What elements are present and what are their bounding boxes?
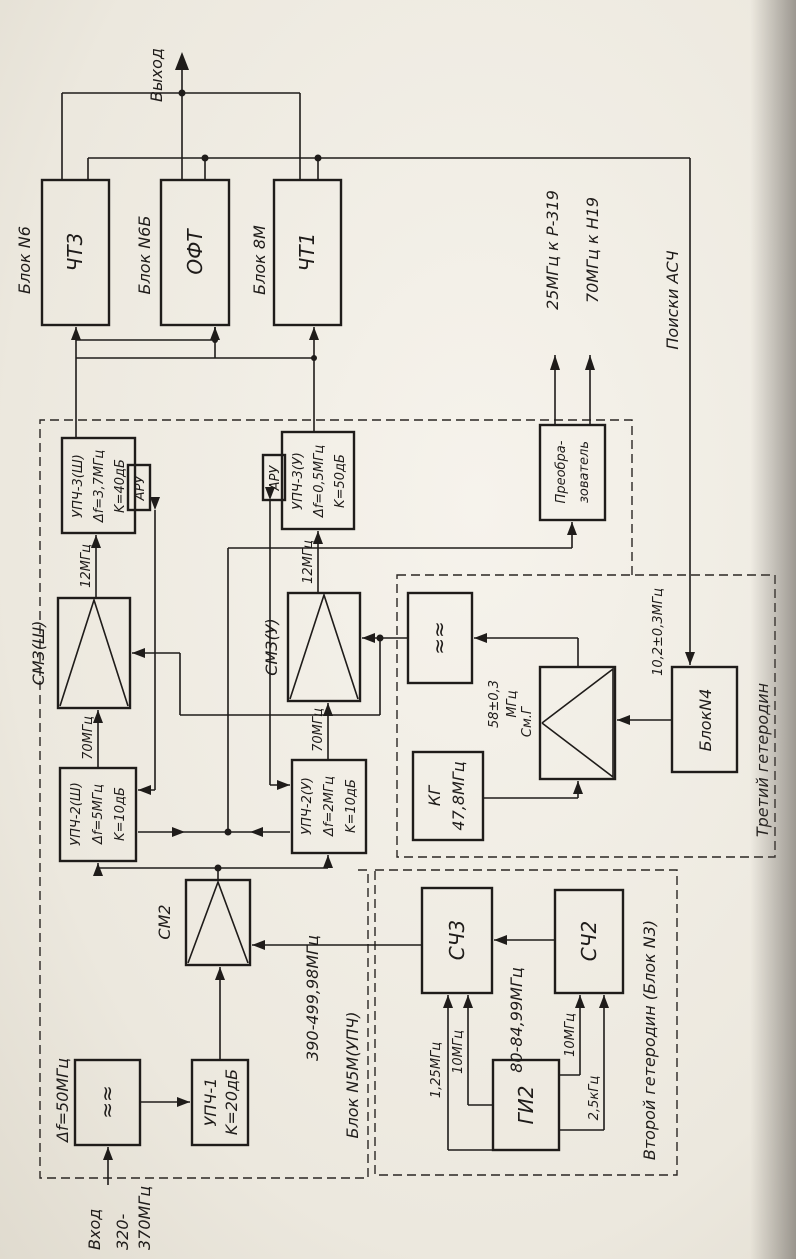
oft-label: ОФТ [183, 228, 207, 275]
upch2sh-line2: Δf=5МГц [91, 784, 106, 845]
f125-label: 1,25МГц [429, 1042, 444, 1098]
input-label: Вход [85, 1209, 104, 1250]
upch3u-line2: Δf=0,5МГц [312, 445, 327, 518]
f10a-label: 10МГц [451, 1030, 466, 1074]
f12-sh-label: 12МГц [79, 544, 94, 588]
sm3u-mixer-symbol [289, 592, 359, 700]
upch3sh-line2: Δf=3,7МГц [92, 450, 107, 523]
block-converter [538, 423, 607, 522]
block-oft [159, 178, 231, 327]
search-label: Поиски АСЧ [663, 250, 682, 349]
block-n5m-label: Блок N5М(УПЧ) [343, 1012, 362, 1139]
sm3sh-label: СМ3(Ш) [29, 621, 48, 686]
block-sch2 [553, 888, 625, 995]
f10b-label: 10МГц [563, 1013, 578, 1057]
block-aru-u [261, 453, 287, 502]
cht3-label: ЧТ3 [63, 233, 87, 272]
upch2sh-line3: K=10дБ [113, 787, 128, 841]
f58-line2: МГц [505, 690, 520, 717]
df50-label: Δf=50МГц [53, 1058, 72, 1144]
third-lo-boundary [396, 574, 776, 858]
f80-label: 80-84,99МГц [507, 967, 526, 1073]
gi2-label: ГИ2 [514, 1086, 538, 1125]
out25-label: 25МГц к Р-319 [543, 190, 562, 310]
block-smg [538, 665, 617, 781]
converter-line1: Преобра- [554, 440, 569, 503]
second-lo-label: Второй гетеродин (Блок N3) [640, 920, 659, 1160]
sm2-label: СМ2 [155, 904, 174, 939]
upch2u-line1: УПЧ-2(У) [300, 777, 315, 835]
block-n4-label: БлокN4 [696, 689, 715, 752]
block-cht1 [272, 178, 343, 327]
upch3u-line3: K=50дБ [333, 454, 348, 508]
smg-label: См.Г [520, 705, 535, 737]
upch3u-line1: УПЧ-3(У) [291, 452, 306, 510]
cht1-label: ЧТ1 [295, 233, 319, 272]
input-freq-line1: 320- [113, 1213, 132, 1250]
filter58-symbol: ≈≈ [427, 621, 451, 655]
f10-2-label: 10,2±0,3МГц [651, 588, 666, 676]
aru-u-label: АРУ [268, 465, 283, 492]
f390-label: 390-499,98МГц [303, 935, 322, 1061]
output-label: Выход [147, 48, 166, 102]
filter-input-symbol: ≈≈ [95, 1085, 119, 1119]
block-sm2 [184, 878, 252, 967]
input-freq-line2: 370МГц [135, 1186, 154, 1250]
kg-line1: КГ [425, 785, 444, 806]
upch1-gain: K=20дБ [222, 1069, 241, 1135]
block-sm3-u [286, 591, 362, 703]
upch1-label: УПЧ-1 [201, 1078, 220, 1127]
block-n6-label: Блок N6 [15, 226, 34, 294]
junction-dots [178, 89, 384, 872]
arrowheads [71, 52, 695, 1160]
block-8m-label: Блок 8М [250, 225, 269, 295]
sch3-label: СЧ3 [445, 920, 469, 960]
second-lo-boundary [374, 869, 678, 1176]
f58-line1: 58±0,3 [487, 680, 502, 728]
block-upch2-u [290, 758, 368, 855]
upch2u-line2: Δf=2МГц [322, 776, 337, 837]
sm3sh-mixer-symbol [59, 597, 129, 707]
upch3sh-line1: УПЧ-3(Ш) [71, 454, 86, 518]
third-lo-label: Третий гетеродин [753, 683, 772, 837]
block-aru-sh [126, 463, 152, 512]
converter-line2: зователь [577, 441, 592, 503]
block-cht3 [40, 178, 111, 327]
block-n6b-label: Блок N6Б [135, 216, 154, 295]
f12-u-label: 12МГц [301, 540, 316, 584]
signal-lines [61, 70, 691, 1185]
sm2-mixer-symbol [187, 879, 249, 964]
block-upch3-u [280, 430, 356, 531]
block-upch3-sh [60, 436, 137, 535]
aru-sh-label: АРУ [133, 475, 148, 502]
upch2sh-line1: УПЧ-2(Ш) [69, 782, 84, 846]
f70-sh-label: 70МГц [81, 716, 96, 760]
upch3sh-line3: K=40дБ [113, 459, 128, 513]
f70-u-label: 70МГц [311, 708, 326, 752]
kg-line2: 47,8МГц [449, 761, 468, 830]
f25k-label: 2,5кГц [587, 1076, 602, 1121]
block-sch3 [420, 886, 494, 995]
block-n5m-boundary [39, 419, 633, 1179]
upch2u-line3: K=10дБ [344, 779, 359, 833]
smg-mixer-symbol [541, 667, 614, 779]
sm3u-label: СМ3(У) [262, 618, 281, 675]
out70-label: 70МГц к Н19 [583, 197, 602, 303]
block-kg [411, 750, 485, 842]
block-sm3-sh [56, 596, 132, 710]
sch2-label: СЧ2 [577, 921, 601, 961]
